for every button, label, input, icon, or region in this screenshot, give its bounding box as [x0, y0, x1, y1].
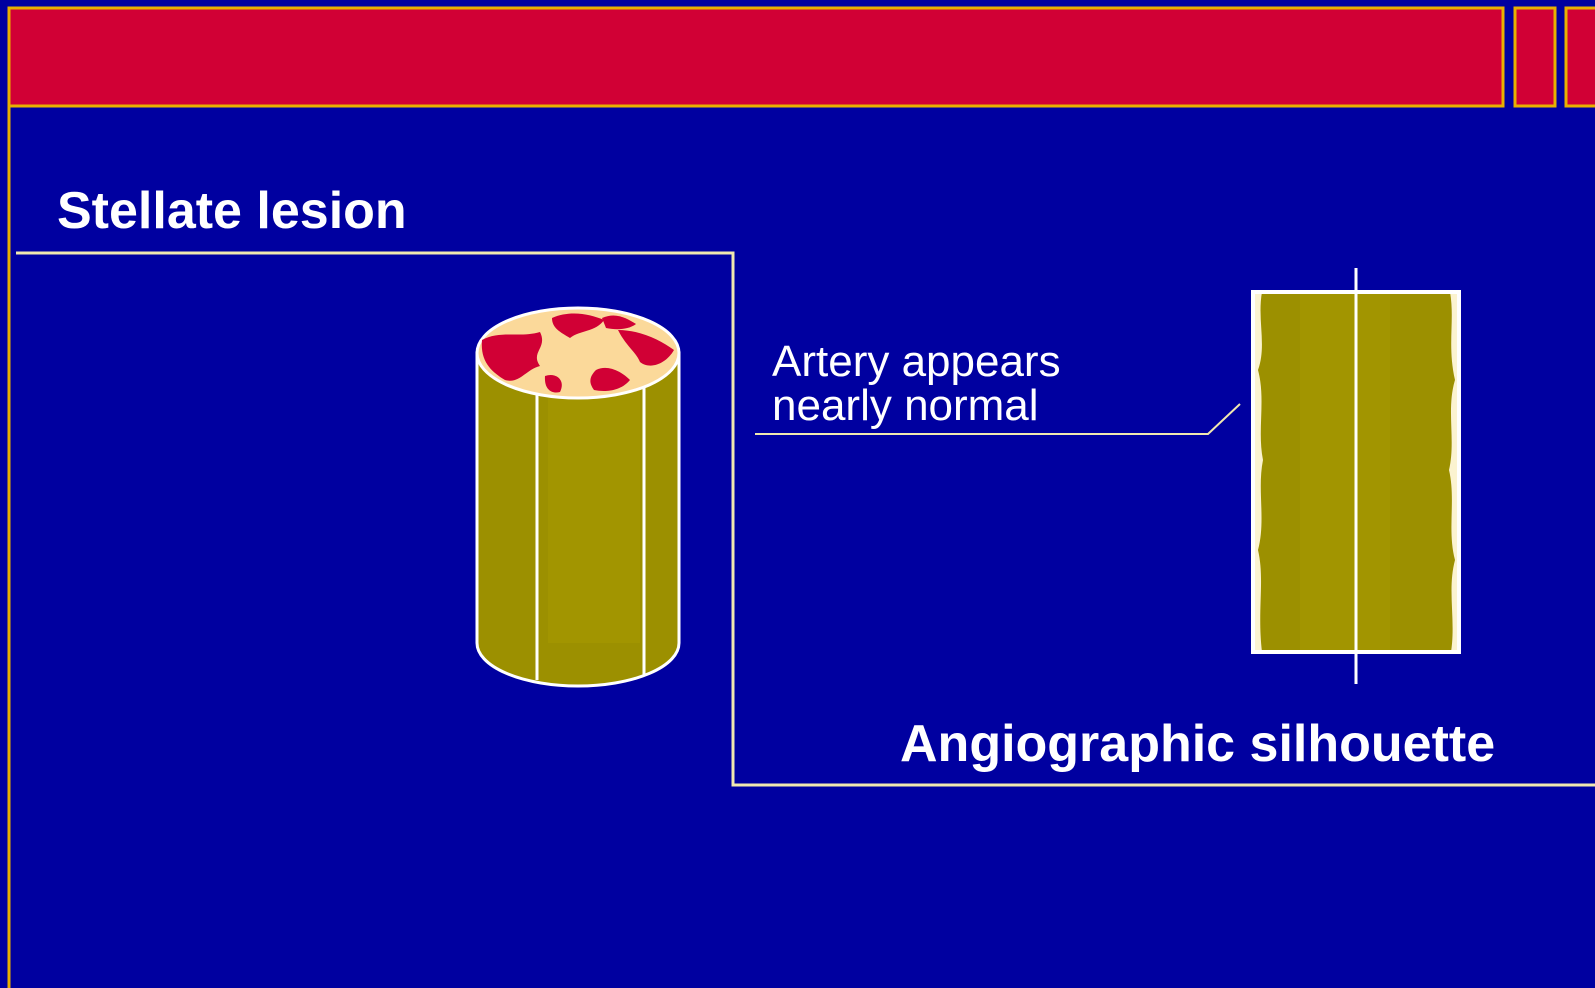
- angiographic-silhouette-title: Angiographic silhouette: [900, 714, 1495, 774]
- stellate-lesion-title: Stellate lesion: [57, 181, 407, 241]
- annotation-line-1: Artery appears: [772, 340, 1061, 384]
- angiographic-silhouette-icon: [1253, 268, 1459, 684]
- header-bar: [9, 8, 1595, 106]
- stellate-lesion-cylinder-icon: [477, 308, 679, 686]
- annotation-line-2: nearly normal: [772, 384, 1061, 428]
- annotation-text: Artery appears nearly normal: [772, 340, 1061, 428]
